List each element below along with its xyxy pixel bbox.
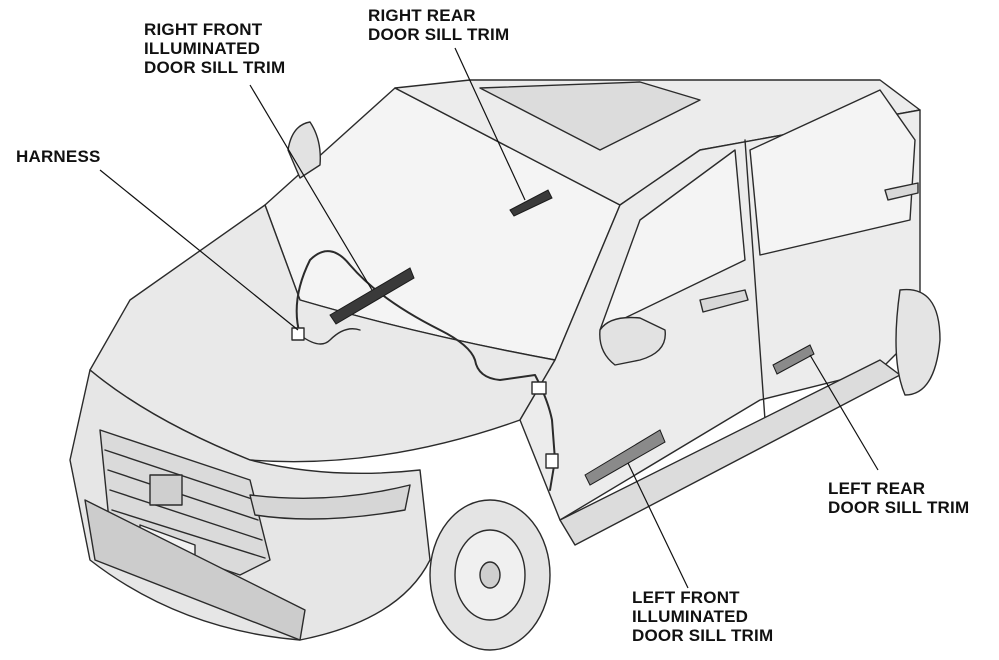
harness-cable xyxy=(295,250,556,491)
side-mirror-right xyxy=(287,121,321,179)
label-right-front-illuminated-door-sill-trim: RIGHT FRONT ILLUMINATED DOOR SILL TRIM xyxy=(144,20,285,77)
label-line: LEFT FRONT xyxy=(632,588,740,607)
label-line: RIGHT REAR xyxy=(368,6,476,25)
headlight xyxy=(249,484,411,520)
leader-left-front xyxy=(627,462,689,589)
label-line: DOOR SILL TRIM xyxy=(368,25,510,44)
label-line: RIGHT FRONT xyxy=(144,20,263,39)
label-left-front-illuminated-door-sill-trim: LEFT FRONT ILLUMINATED DOOR SILL TRIM xyxy=(632,588,773,645)
label-line: DOOR SILL TRIM xyxy=(828,498,970,517)
rear-wheel xyxy=(895,288,941,396)
leader-right-front xyxy=(249,84,373,291)
label-line: DOOR SILL TRIM xyxy=(144,58,286,77)
leader-right-rear xyxy=(454,47,526,201)
label-line: DOOR SILL TRIM xyxy=(632,626,774,645)
lower-grille xyxy=(84,499,306,641)
left-rear-sill-trim-part xyxy=(772,344,815,375)
leader-left-rear xyxy=(809,354,879,471)
label-line: ILLUMINATED xyxy=(144,39,261,58)
label-line: ILLUMINATED xyxy=(632,607,749,626)
right-rear-sill-trim-part xyxy=(509,189,553,217)
front-side-window xyxy=(599,149,746,331)
label-left-rear-door-sill-trim: LEFT REAR DOOR SILL TRIM xyxy=(828,479,969,517)
sunroof xyxy=(479,81,701,151)
label-right-rear-door-sill-trim: RIGHT REAR DOOR SILL TRIM xyxy=(368,6,509,44)
label-line: HARNESS xyxy=(16,147,101,166)
label-harness: HARNESS xyxy=(16,147,101,166)
side-mirror-left xyxy=(599,316,666,366)
honda-badge xyxy=(149,474,183,506)
rear-side-window xyxy=(749,89,916,256)
label-line: LEFT REAR xyxy=(828,479,926,498)
front-door-handle xyxy=(699,289,749,313)
rear-door-handle xyxy=(884,182,919,201)
leader-harness xyxy=(99,169,299,331)
left-front-sill-trim-part xyxy=(584,429,666,486)
right-front-sill-trim-part xyxy=(329,267,415,325)
